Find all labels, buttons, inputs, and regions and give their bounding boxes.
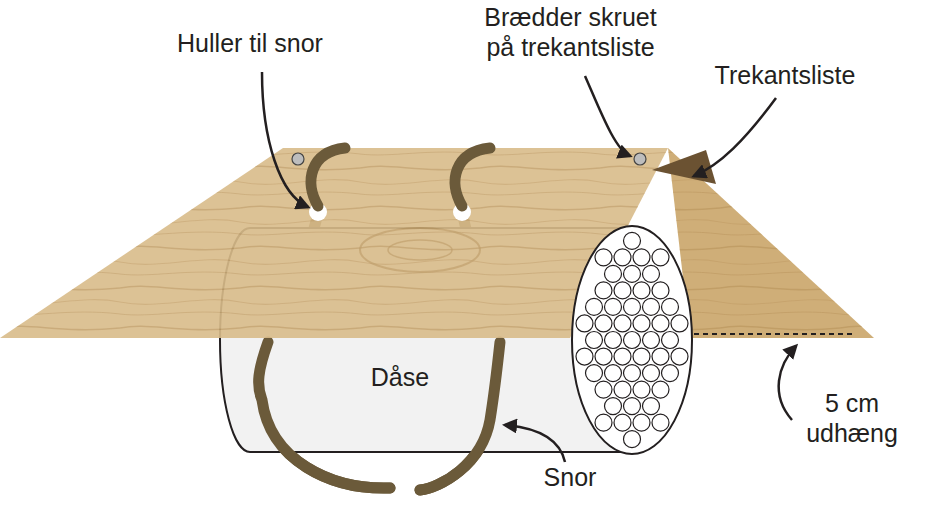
tube-hole	[595, 381, 612, 398]
callout-label: Huller til snor	[150, 28, 350, 58]
tube-hole	[576, 315, 593, 332]
screw	[634, 153, 646, 165]
tube-hole	[652, 249, 669, 266]
tube-hole	[671, 348, 688, 365]
tube-hole	[624, 298, 641, 315]
tube-hole	[633, 249, 650, 266]
cord-top	[311, 148, 490, 206]
tube-hole	[614, 249, 631, 266]
tube-hole	[605, 265, 622, 282]
tube-hole	[605, 398, 622, 415]
tube-hole	[643, 398, 660, 415]
tube-hole	[662, 332, 679, 349]
callout-label: Dåse	[345, 362, 455, 392]
screw	[292, 153, 304, 165]
tube-hole	[652, 414, 669, 431]
tube-hole	[633, 381, 650, 398]
tube-hole	[662, 365, 679, 382]
tube-hole	[595, 414, 612, 431]
tube-hole	[652, 348, 669, 365]
cord-front	[259, 342, 500, 490]
callout-label: Brædder skruet på trekantsliste	[468, 2, 673, 62]
callout-label: Snor	[520, 462, 620, 492]
tube-hole	[643, 332, 660, 349]
callout-label: Trekantsliste	[700, 60, 870, 90]
tube-hole	[643, 298, 660, 315]
tube-hole	[652, 381, 669, 398]
tube-hole	[643, 265, 660, 282]
tube-hole	[595, 348, 612, 365]
tube-hole	[624, 265, 641, 282]
tube-hole	[586, 298, 603, 315]
tube-hole	[614, 381, 631, 398]
callout-label: 5 cm udhæng	[792, 388, 912, 448]
tube-hole	[624, 398, 641, 415]
overhang-line	[694, 333, 852, 335]
tube-hole	[633, 348, 650, 365]
leader-arrows	[262, 72, 796, 462]
tube-hole	[633, 315, 650, 332]
tube-hole	[624, 332, 641, 349]
tube-hole	[624, 365, 641, 382]
tube-hole	[614, 414, 631, 431]
tube-hole	[633, 282, 650, 299]
tube-hole	[662, 298, 679, 315]
tube-hole	[595, 282, 612, 299]
tube-hole	[671, 315, 688, 332]
tube-hole	[652, 282, 669, 299]
left-board	[0, 148, 668, 338]
tube-hole	[652, 315, 669, 332]
tube-hole	[624, 431, 641, 448]
tube-hole	[605, 365, 622, 382]
tube-hole	[595, 249, 612, 266]
tube-hole	[614, 315, 631, 332]
tube-hole	[586, 332, 603, 349]
tube-hole	[595, 315, 612, 332]
triangle-batten	[652, 150, 716, 184]
tube-hole	[614, 282, 631, 299]
tube-hole	[586, 365, 603, 382]
tube-hole	[614, 348, 631, 365]
tube-hole	[633, 414, 650, 431]
tube-hole	[605, 332, 622, 349]
tube-hole	[576, 348, 593, 365]
tube-holes	[576, 232, 688, 447]
can-front	[572, 226, 692, 454]
tube-hole	[643, 365, 660, 382]
tube-hole	[605, 298, 622, 315]
tube-hole	[624, 232, 641, 249]
